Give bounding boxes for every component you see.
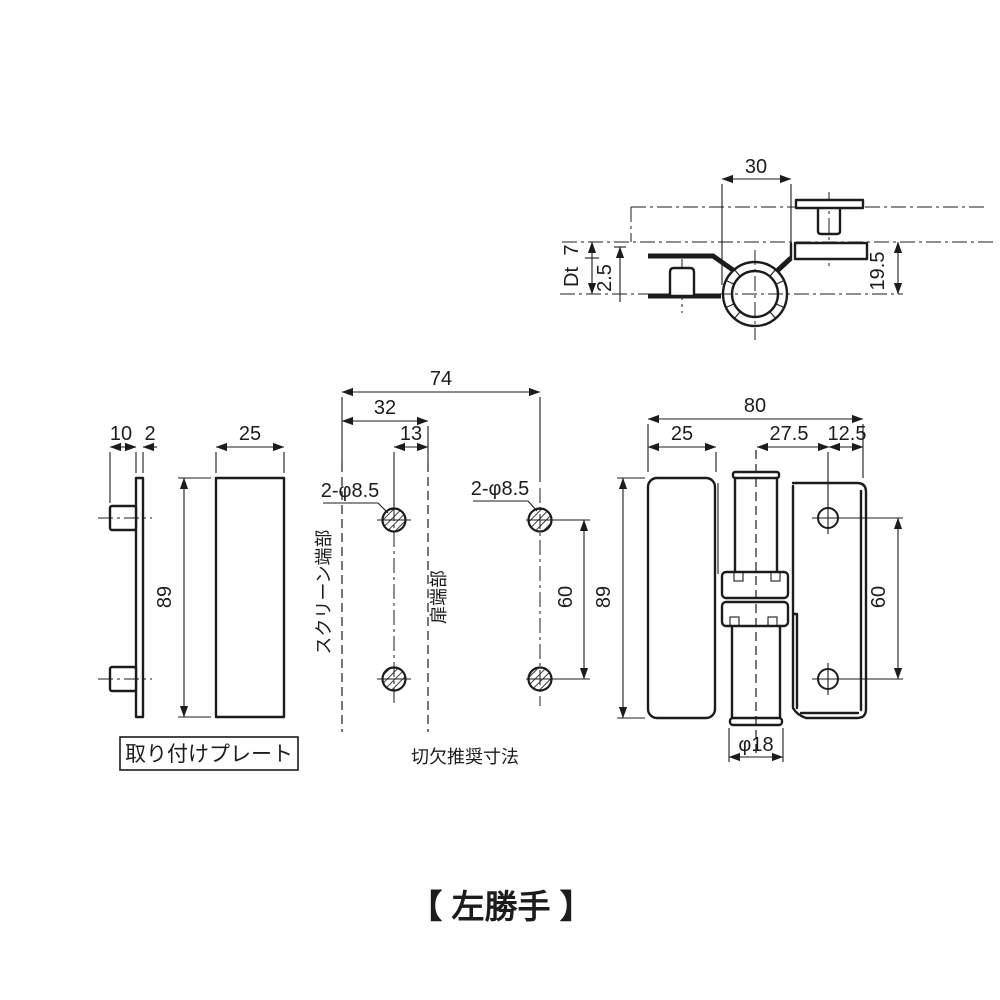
dim-19-5: 19.5	[867, 252, 889, 291]
dim-front-89: 89	[593, 586, 615, 608]
top-view-knuckle	[721, 260, 789, 328]
cutout-dimensions: 74 32 13 60	[341, 368, 589, 680]
top-view-dimensions: 30 7 Dt 2.5 19.5	[561, 156, 903, 302]
dim-30: 30	[745, 156, 767, 178]
glass-clamp-block	[668, 266, 696, 298]
dim-80: 80	[744, 395, 766, 417]
mounting-plate-views: 10 2 25 89 取り付けプレート	[98, 423, 299, 771]
pivot-column	[720, 450, 790, 754]
dim-25: 25	[239, 423, 261, 445]
screen-side-plate	[791, 452, 903, 720]
cutout-holes	[381, 507, 553, 692]
screen-edge-label: スクリーン端部	[314, 529, 334, 654]
top-view: 30 7 Dt 2.5 19.5	[560, 156, 993, 340]
dim-Dt: Dt	[561, 267, 583, 287]
dim-2: 2	[144, 423, 155, 445]
knuckle-knurl-ticks	[725, 269, 785, 319]
dim-27-5: 27.5	[770, 423, 809, 445]
dim-front-25: 25	[671, 423, 693, 445]
mounting-plate-dimensions: 10 2 25 89	[109, 423, 285, 718]
dim-10: 10	[110, 423, 132, 445]
door-edge-label: 扉端部	[429, 570, 449, 624]
dim-2-5: 2.5	[594, 264, 616, 292]
front-view: 80 25 27.5 12.5 89 60 φ18	[593, 395, 903, 762]
screen-plate-section	[793, 241, 869, 261]
dim-32: 32	[374, 397, 396, 419]
front-view-dimensions: 80 25 27.5 12.5 89 60 φ18	[593, 395, 903, 762]
plate-holes	[812, 452, 903, 695]
dim-7: 7	[561, 244, 583, 255]
top-view-clamp-screw	[794, 198, 865, 236]
door-clamp-plate	[646, 476, 717, 720]
dim-front-60: 60	[868, 586, 890, 608]
mounting-plate-side-view	[98, 476, 152, 719]
mounting-plate-caption: 取り付けプレート	[119, 736, 299, 771]
dim-13: 13	[400, 423, 422, 445]
holes-label-left: 2-φ8.5	[321, 480, 380, 502]
handing-title: 【 左勝手 】	[409, 888, 592, 925]
dim-12-5: 12.5	[828, 423, 867, 445]
mounting-plate-caption-text: 取り付けプレート	[125, 743, 293, 766]
dim-60: 60	[555, 586, 577, 608]
top-view-right-arm	[775, 241, 869, 273]
cutout-hole-labels: 2-φ8.5 2-φ8.5	[321, 478, 538, 514]
cutout-view: 74 32 13 60 2-φ8.5 2-φ8.5 スクリーン端部 扉端部 切欠…	[314, 368, 590, 767]
holes-label-right: 2-φ8.5	[471, 478, 530, 500]
top-view-left-arm	[648, 253, 735, 299]
cutout-caption: 切欠推奨寸法	[411, 747, 519, 767]
dim-dia18: φ18	[738, 734, 773, 756]
mounting-plate-front-view	[214, 476, 286, 719]
dim-74: 74	[430, 368, 452, 390]
dim-89: 89	[154, 586, 176, 608]
